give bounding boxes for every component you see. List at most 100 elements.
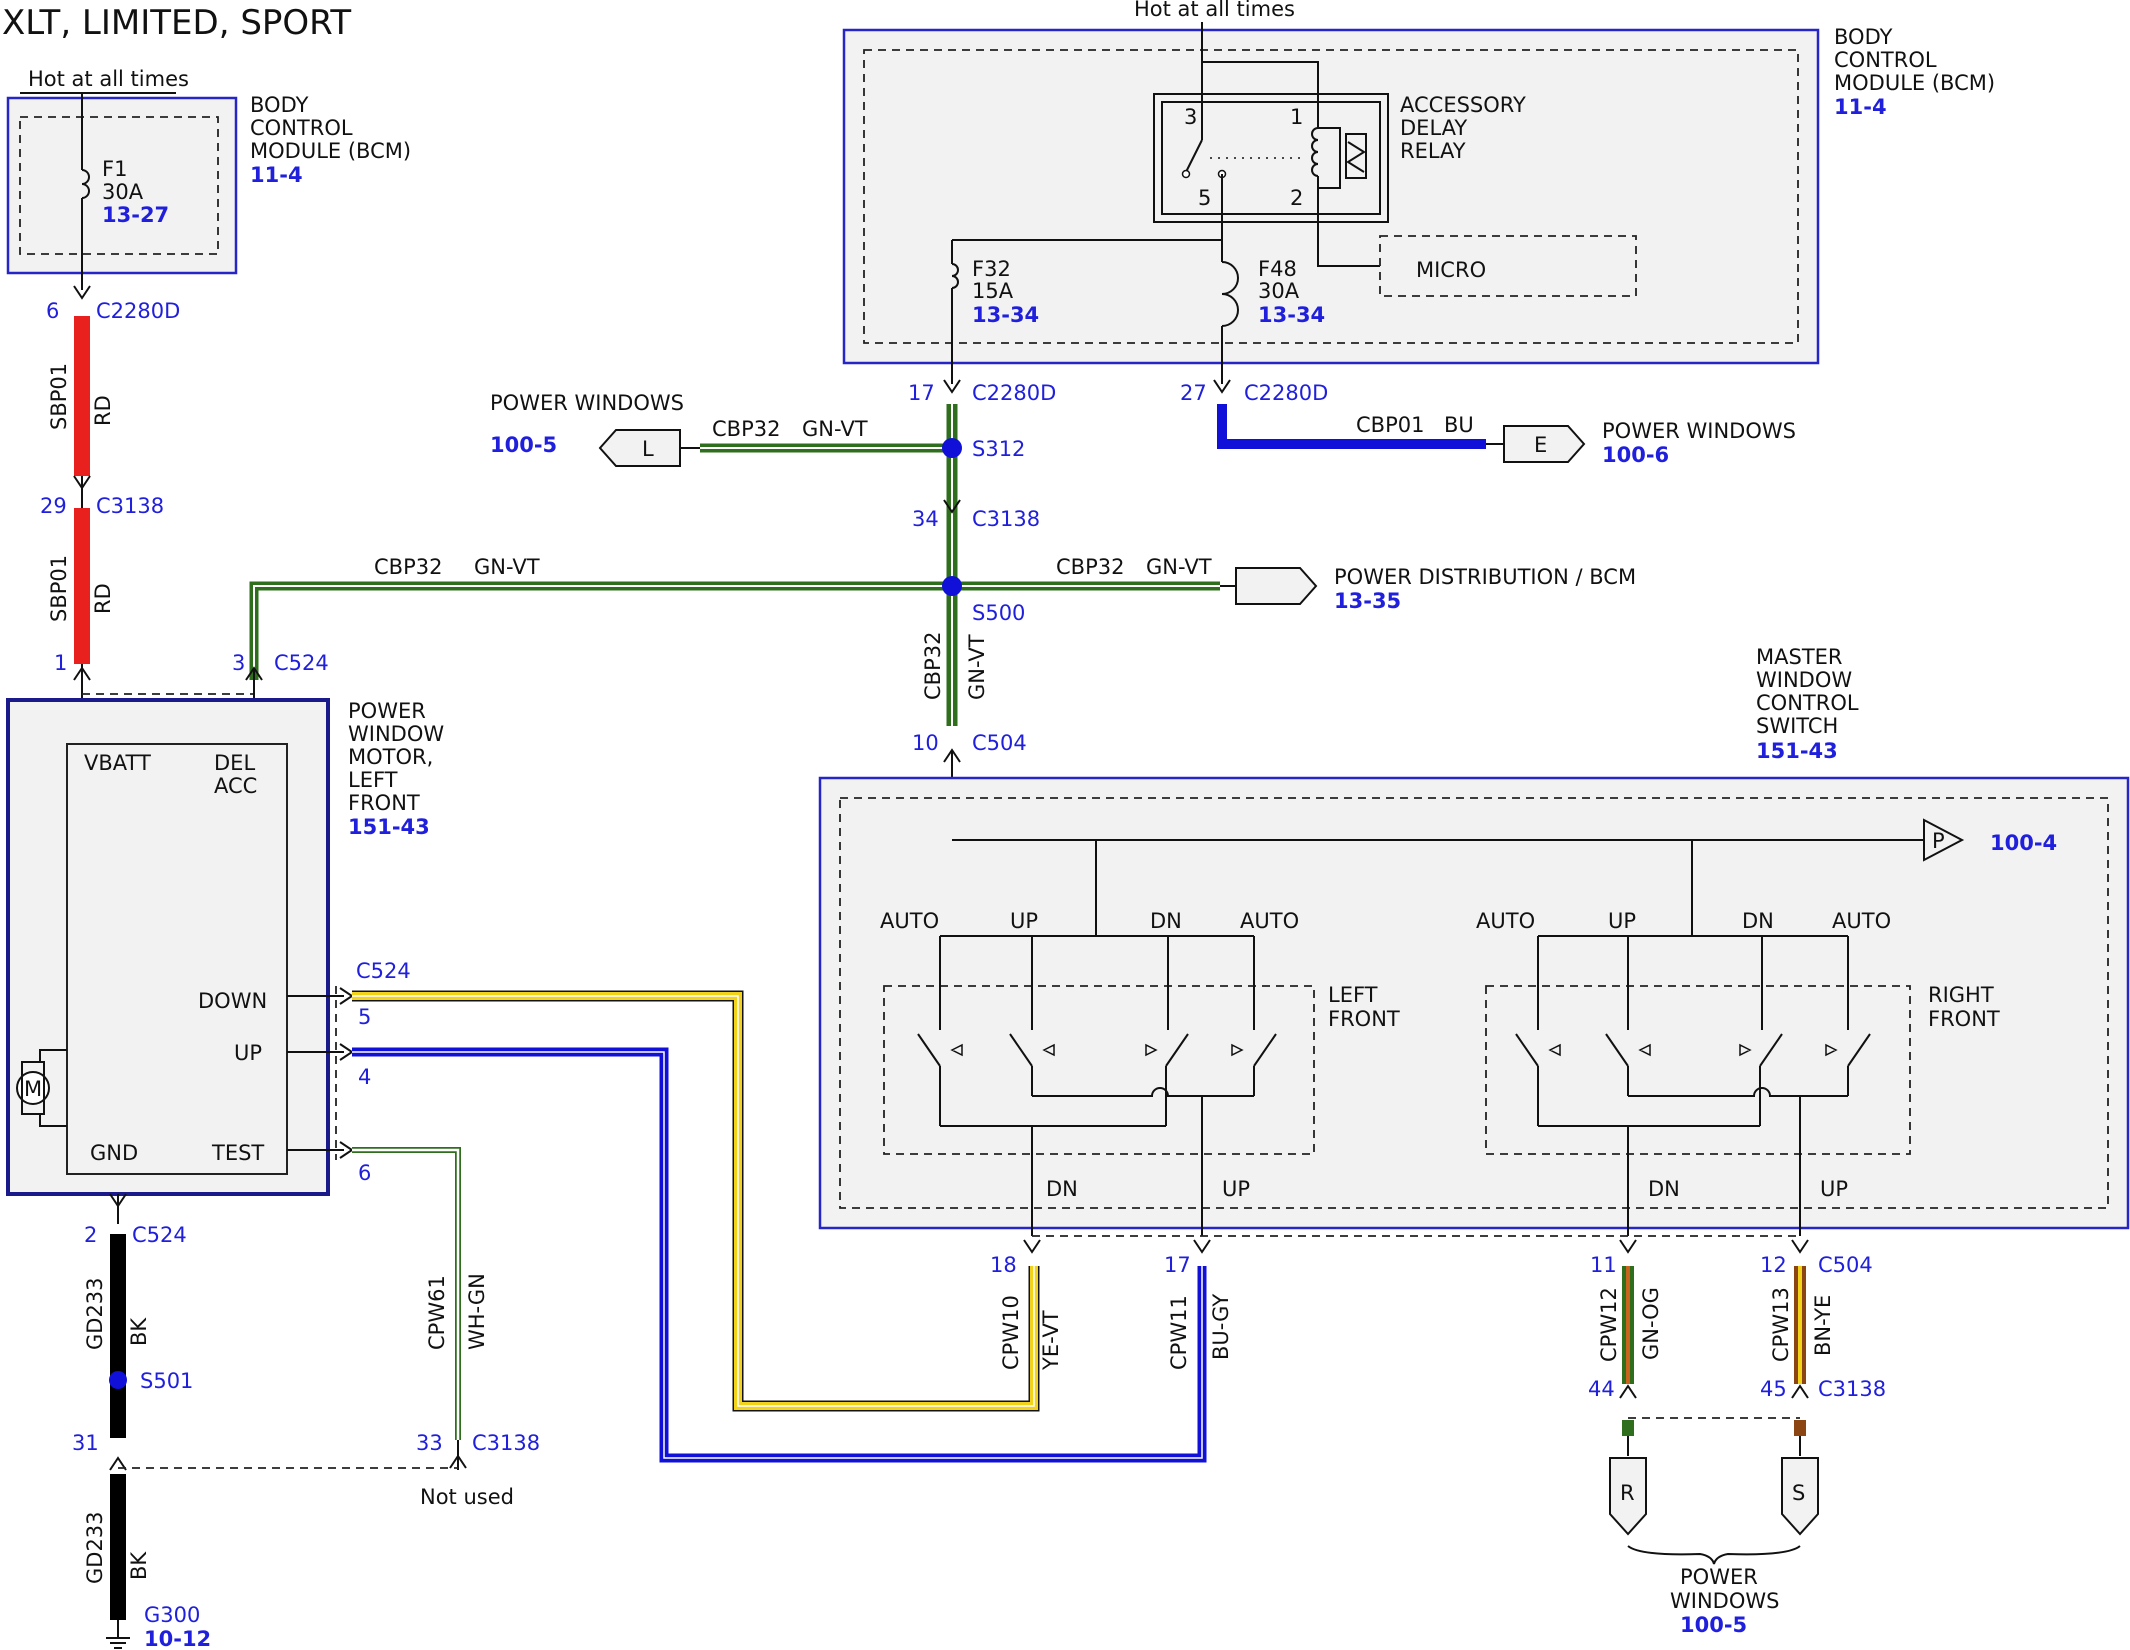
motor-label-2: WINDOW: [348, 722, 444, 746]
rf-auto-right: AUTO: [1832, 909, 1891, 933]
motor-label-5: FRONT: [348, 791, 420, 815]
micro-box: [1379, 235, 1637, 297]
fuse-f48-ref[interactable]: 13-34: [1258, 303, 1325, 327]
splice-s312-label: S312: [972, 437, 1025, 461]
motor-vbatt-label: VBATT: [84, 751, 151, 775]
wire-cpw13-color: BN-YE: [1811, 1295, 1835, 1356]
connector-c504-11: [1619, 1239, 1637, 1254]
connector-c2280d-6: [73, 285, 91, 300]
ref-pd-ref[interactable]: 13-35: [1334, 589, 1401, 613]
pin-17: 17: [908, 381, 935, 405]
pin-27: 27: [1180, 381, 1207, 405]
bcm-left-label-1: BODY: [250, 93, 309, 117]
fuse-f1-ref[interactable]: 13-27: [102, 203, 169, 227]
ref-pd-label: POWER DISTRIBUTION / BCM: [1334, 565, 1636, 589]
ground-g300-ref[interactable]: 10-12: [144, 1627, 211, 1650]
connector-c524-right-label: C524: [356, 959, 411, 983]
rf-dashed: [1485, 985, 1911, 1155]
fuse-f32-symbol: [951, 263, 959, 289]
connector-c3138-34: [943, 499, 961, 514]
pw-bottom-ref[interactable]: 100-5: [1680, 1613, 1747, 1637]
switch-label-2: WINDOW: [1756, 668, 1852, 692]
rf-dn: DN: [1742, 909, 1774, 933]
wire-cpw13-stub: [1794, 1420, 1806, 1436]
fuse-f32-ref[interactable]: 13-34: [972, 303, 1039, 327]
connector-c3138-44: [1619, 1384, 1637, 1399]
pin-5: 5: [358, 1005, 371, 1029]
bcm-top-ref[interactable]: 11-4: [1834, 95, 1887, 119]
bcm-left-label-2: CONTROL: [250, 116, 353, 140]
lf-switch-contacts[interactable]: [917, 936, 1277, 1127]
wire-cpw11-color: BU-GY: [1209, 1294, 1233, 1360]
rf-switch-contacts[interactable]: [1515, 936, 1871, 1127]
bcm-left-box: [6, 96, 238, 275]
connector-c504-18: [1023, 1239, 1041, 1254]
pin-3: 3: [232, 651, 245, 675]
ref-e-pointer[interactable]: [1503, 425, 1586, 463]
wire-cbp32-vertical-circuit: CBP32: [921, 632, 945, 700]
ref-l-letter: L: [642, 437, 654, 461]
splice-s500-label: S500: [972, 601, 1025, 625]
fuse-f48-symbol: [1221, 261, 1239, 327]
ref-l-ref[interactable]: 100-5: [490, 433, 557, 457]
ref-l-pointer[interactable]: [598, 429, 681, 467]
connector-c3138-cpw61-label: C3138: [472, 1431, 540, 1455]
wire-cpw11-stripe: [352, 1051, 1203, 1459]
bcm-top-label-3: MODULE (BCM): [1834, 71, 1995, 95]
wire-cpw12-stub: [1622, 1420, 1634, 1436]
lf-auto-left: AUTO: [880, 909, 939, 933]
wire-sbp01-lower: [74, 508, 90, 664]
relay-inner: [1161, 101, 1381, 215]
wire-cbp32-left-circuit: CBP32: [374, 555, 442, 579]
motor-label-3: MOTOR,: [348, 745, 433, 769]
lf-up-label: UP: [1222, 1177, 1250, 1201]
ref-p-pointer[interactable]: [1923, 818, 1965, 862]
switch-ref[interactable]: 151-43: [1756, 739, 1838, 763]
ref-s-pointer[interactable]: [1781, 1457, 1819, 1536]
wire-cpw11-circuit: CPW11: [1167, 1295, 1191, 1370]
relay-label-1: ACCESSORY: [1400, 93, 1526, 117]
motor-m-symbol: [16, 1071, 50, 1105]
motor-housing: [21, 1061, 45, 1115]
wire-gd233-upper: [110, 1234, 126, 1438]
page-title: XLT, LIMITED, SPORT: [2, 3, 351, 43]
ground-g300-label: G300: [144, 1603, 200, 1627]
wire-cpw12-circuit: CPW12: [1597, 1287, 1621, 1362]
wire-cpw12-color: GN-OG: [1639, 1287, 1663, 1360]
relay-contact-3: [1181, 169, 1191, 179]
motor-ref[interactable]: 151-43: [348, 815, 430, 839]
ref-p-ref[interactable]: 100-4: [1990, 831, 2057, 855]
wire-cbp01-blue: [1217, 404, 1486, 449]
ref-pd-pointer[interactable]: [1235, 567, 1318, 605]
motor-label-4: LEFT: [348, 768, 398, 792]
connector-c3138-34-label: C3138: [972, 507, 1040, 531]
lf-up: UP: [1010, 909, 1038, 933]
pin-12: 12: [1760, 1253, 1787, 1277]
rf-label-1: RIGHT: [1928, 983, 1994, 1007]
switch-label-1: MASTER: [1756, 645, 1843, 669]
connector-c3138-45: [1791, 1384, 1809, 1399]
fuse-f1-rating: 30A: [102, 180, 144, 204]
wire-cpw10-circuit: CPW10: [999, 1295, 1023, 1370]
ref-r-pointer[interactable]: [1609, 1457, 1647, 1536]
rf-up: UP: [1608, 909, 1636, 933]
pin-11: 11: [1590, 1253, 1617, 1277]
splice-s500: [942, 576, 962, 596]
pin-10: 10: [912, 731, 939, 755]
wire-cpw61-color: WH-GN: [465, 1273, 489, 1350]
micro-label: MICRO: [1416, 258, 1486, 282]
ref-r-letter: R: [1620, 1481, 1635, 1505]
bcm-left-ref[interactable]: 11-4: [250, 163, 303, 187]
wire-sbp01-upper-circuit: SBP01: [47, 363, 71, 430]
wire-cbp01-circuit: CBP01: [1356, 413, 1424, 437]
ref-e-ref[interactable]: 100-6: [1602, 443, 1669, 467]
motor-test-label: TEST: [211, 1141, 264, 1165]
connector-c524-top-label: C524: [274, 651, 329, 675]
motor-acc-label: ACC: [214, 774, 257, 798]
relay-resistor: [1346, 141, 1366, 173]
pw-bottom-label-2: WINDOWS: [1670, 1589, 1779, 1613]
connector-c2280d-17-label: C2280D: [972, 381, 1056, 405]
wire-cbp32-left-color: GN-VT: [474, 555, 540, 579]
wire-cbp32-right-color: GN-VT: [1146, 555, 1212, 579]
pin-17-cpw11: 17: [1164, 1253, 1191, 1277]
